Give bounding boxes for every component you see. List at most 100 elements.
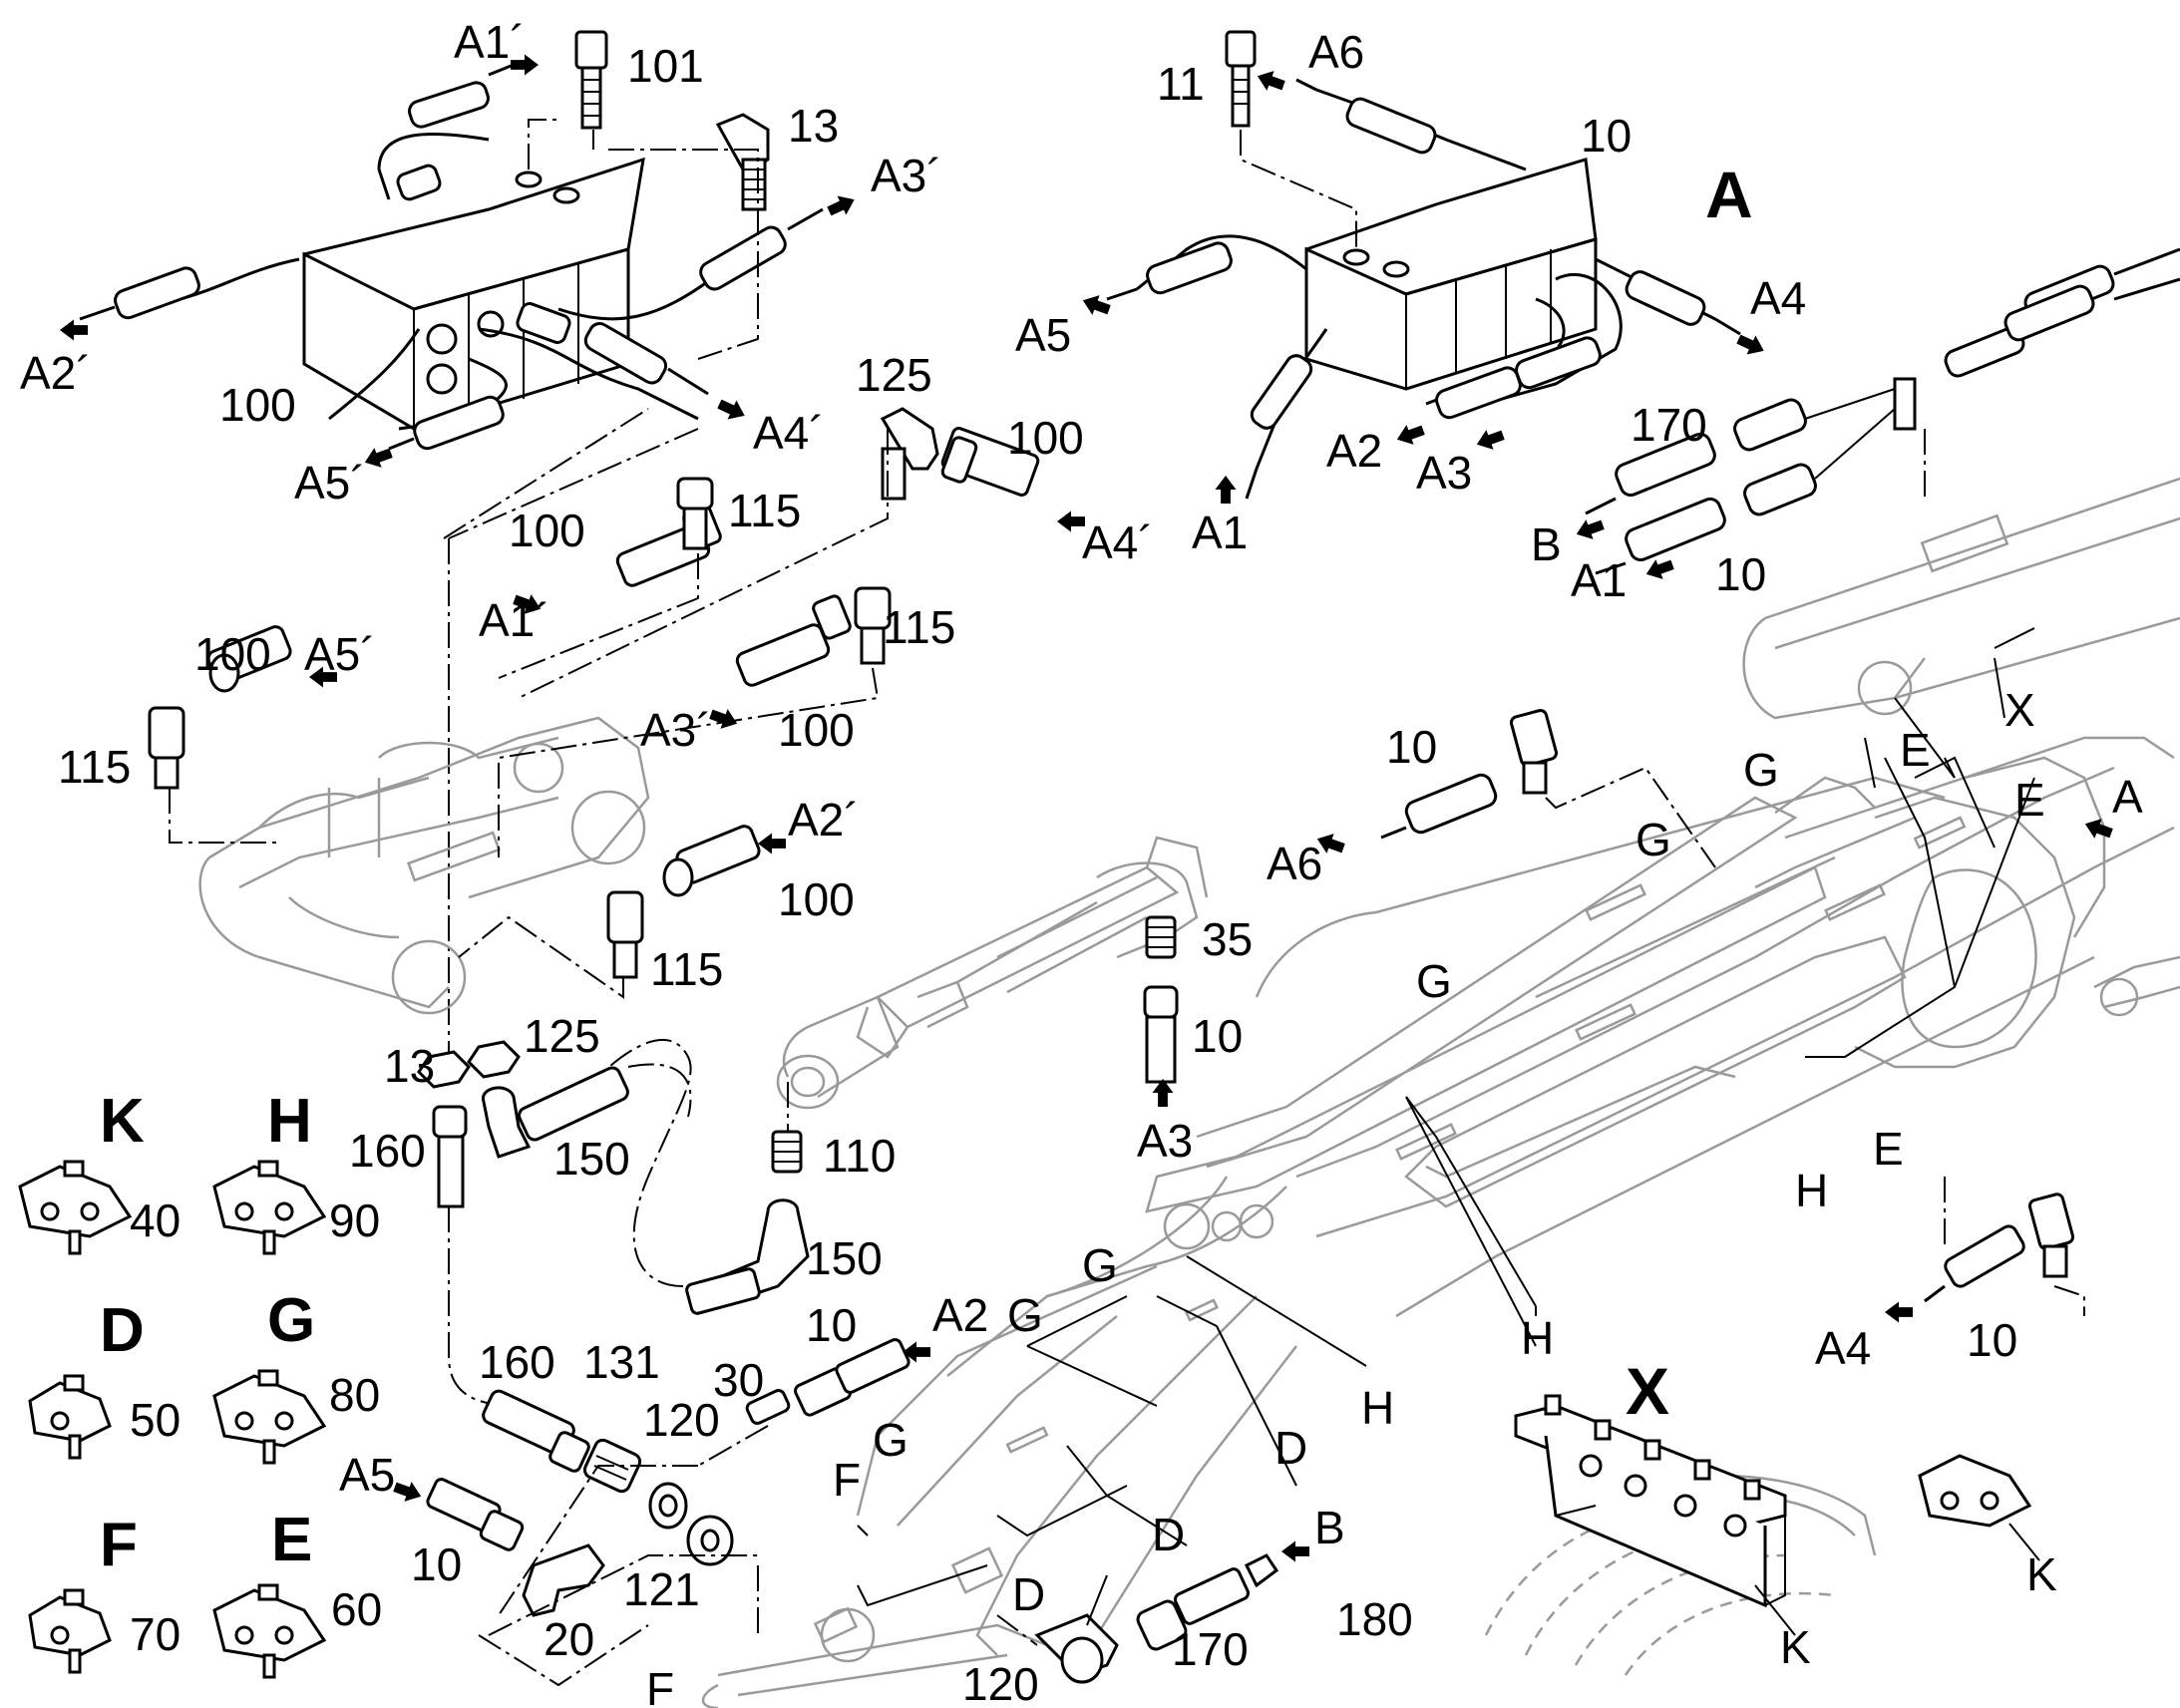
label-e1: E <box>1900 724 1931 776</box>
label-120: 120 <box>643 1394 720 1446</box>
label-20: 20 <box>544 1613 594 1665</box>
fitting-a6-10 <box>1380 709 1716 868</box>
label-a6-b: A6 <box>1267 838 1322 889</box>
label-f1: F <box>833 1454 861 1506</box>
label-100-e: 100 <box>778 704 855 756</box>
label-115-c: 115 <box>883 601 955 653</box>
label-b: B <box>1531 518 1562 570</box>
legend-letter-f: F <box>100 1511 138 1579</box>
label-121: 121 <box>623 1563 700 1615</box>
clamp-k40 <box>18 1160 133 1255</box>
label-view-a-arrow: A <box>2112 771 2143 823</box>
label-a3-b: A3 <box>1137 1115 1193 1167</box>
arm-end-upper-right <box>1742 477 2180 720</box>
label-a5-prime-b: A5´ <box>304 628 376 680</box>
label-g6: G <box>1743 744 1779 796</box>
label-a1: A1 <box>1192 507 1248 558</box>
label-a1-b: A1 <box>1571 554 1627 606</box>
label-11: 11 <box>1157 58 1205 110</box>
label-180: 180 <box>1336 1593 1413 1645</box>
label-100-d: 100 <box>194 628 271 680</box>
clamp-k-right <box>1918 1454 2040 1561</box>
hydraulic-cylinder <box>776 836 1209 1110</box>
fitting-a4-10 <box>1924 1177 2085 1316</box>
label-100-c: 100 <box>509 505 585 556</box>
label-35: 35 <box>1202 913 1253 965</box>
clamp-d50 <box>28 1374 112 1460</box>
label-a4-prime: A4´ <box>753 407 825 459</box>
label-a3-prime: A3´ <box>871 150 942 201</box>
fittings-bottom <box>426 1338 910 1687</box>
clamp-legend <box>18 1160 327 1679</box>
label-d1: D <box>1274 1422 1307 1474</box>
label-x-marker: X <box>2004 684 2035 736</box>
label-a5-b: A5 <box>339 1449 395 1501</box>
arm-head-left <box>198 716 650 1015</box>
label-a4: A4 <box>1750 272 1806 324</box>
legend-letter-g: G <box>267 1286 315 1355</box>
clamp-f70 <box>28 1588 112 1674</box>
label-10-c: 10 <box>1386 721 1437 773</box>
label-100: 100 <box>219 379 296 431</box>
label-120-b: 120 <box>962 1658 1039 1708</box>
clamp-h90 <box>212 1160 327 1255</box>
label-h3: H <box>1361 1382 1394 1434</box>
legend-number-90: 90 <box>329 1195 380 1246</box>
label-10-b: 10 <box>1715 548 1766 600</box>
elbow-fitting-13 <box>715 113 770 211</box>
label-a5-prime: A5´ <box>294 457 366 509</box>
fittings-cylinder <box>597 915 1179 1315</box>
label-a1-prime-b: A1´ <box>479 594 550 646</box>
label-125: 125 <box>856 349 932 401</box>
label-170-b: 170 <box>1172 1623 1249 1675</box>
legend-letter-h: H <box>267 1087 312 1156</box>
label-a2-b: A2 <box>932 1289 988 1341</box>
label-h1: H <box>1521 1312 1554 1364</box>
legend-number-60: 60 <box>331 1583 382 1635</box>
label-g5: G <box>1635 814 1671 865</box>
label-a2-prime: A2´ <box>20 347 92 399</box>
legend-letter-e: E <box>271 1506 312 1574</box>
detail-x <box>1484 1394 1877 1676</box>
label-d3: D <box>1012 1568 1045 1620</box>
label-10-e: 10 <box>806 1299 857 1351</box>
valve-100-leaders <box>443 119 759 1057</box>
label-100-f: 100 <box>778 873 855 925</box>
label-k-right: K <box>2026 1548 2057 1600</box>
label-a3-prime-b: A3´ <box>640 704 712 756</box>
label-10-d: 10 <box>1192 1010 1243 1062</box>
label-f2: F <box>646 1663 674 1708</box>
label-a1-prime: A1´ <box>454 16 526 68</box>
label-10-f: 10 <box>411 1538 462 1590</box>
fittings-170-10 <box>1585 247 2180 575</box>
label-150: 150 <box>553 1133 630 1185</box>
label-170: 170 <box>1631 399 1707 451</box>
bolt-101 <box>574 30 608 130</box>
fittings-bottom-right <box>996 1553 1279 1684</box>
label-13: 13 <box>788 100 839 152</box>
legend-number-40: 40 <box>130 1195 181 1246</box>
legend-number-80: 80 <box>329 1369 380 1421</box>
boom-outline <box>701 736 2180 1708</box>
label-a3: A3 <box>1416 447 1472 499</box>
fittings-lower-left <box>417 1040 692 1407</box>
label-150-b: 150 <box>806 1232 883 1284</box>
label-b-b: B <box>1314 1502 1345 1553</box>
bolt-11 <box>1225 30 1357 249</box>
valve-100-hoses <box>79 63 824 451</box>
label-g4: G <box>1416 955 1452 1007</box>
legend-number-50: 50 <box>130 1394 181 1446</box>
legend-number-70: 70 <box>130 1608 181 1660</box>
label-100-b: 100 <box>1007 412 1084 464</box>
label-d2: D <box>1152 1509 1185 1560</box>
label-a2: A2 <box>1326 425 1382 477</box>
label-125-b: 125 <box>524 1010 600 1062</box>
label-e3: E <box>1873 1123 1904 1175</box>
label-101: 101 <box>627 40 704 92</box>
label-131: 131 <box>583 1336 660 1388</box>
label-view-a: A <box>1705 158 1753 231</box>
label-h2: H <box>1795 1165 1828 1216</box>
label-g2: G <box>1007 1289 1043 1341</box>
clamp-g80 <box>212 1369 327 1465</box>
